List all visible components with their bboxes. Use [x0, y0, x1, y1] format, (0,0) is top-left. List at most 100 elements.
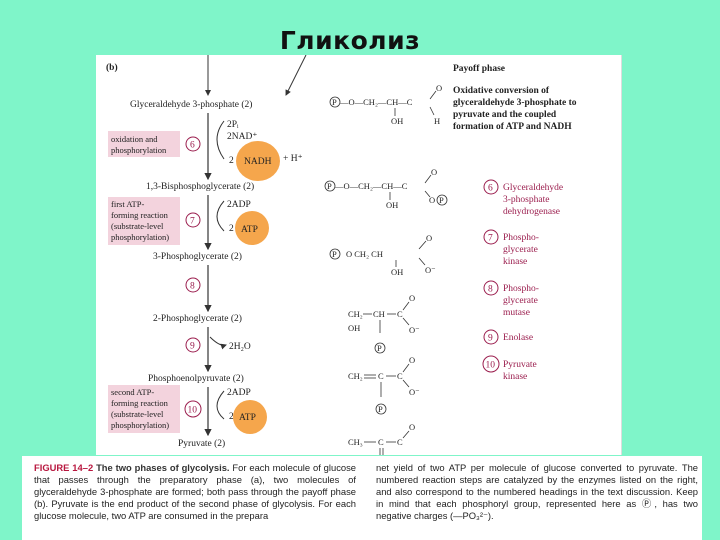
- step9-water-arc: [209, 336, 227, 350]
- note-atp2-line: forming reaction: [111, 398, 169, 408]
- structure-pep: CH₂ C C P O O⁻: [348, 355, 420, 415]
- enzyme-9: 9 Enolase: [483, 329, 533, 345]
- incoming-arrow: [285, 55, 307, 96]
- metabolite-g3p: Glyceraldehyde 3-phosphate (2): [130, 99, 252, 110]
- step10-atp-prefix: 2: [229, 412, 234, 422]
- figure-caption: FIGURE 14–2 The two phases of glycolysis…: [22, 456, 702, 540]
- step-circle-7: 7: [185, 212, 201, 228]
- phase-desc-line: Oxidative conversion of: [453, 86, 550, 96]
- svg-text:OH: OH: [391, 116, 403, 126]
- enzyme-8: 8 Phospho- glycerate mutase: [483, 280, 539, 318]
- svg-text:CH₂: CH₂: [348, 371, 363, 381]
- svg-text:mutase: mutase: [503, 308, 530, 318]
- metabolite-pep: Phosphoenolpyruvate (2): [148, 373, 244, 384]
- svg-text:3-phosphate: 3-phosphate: [503, 195, 549, 205]
- svg-text:—O—CH₂—CH—C: —O—CH₂—CH—C: [339, 97, 413, 107]
- atp-label-1: ATP: [241, 225, 258, 235]
- svg-text:C: C: [397, 437, 403, 447]
- enzyme-7: 7 Phospho- glycerate kinase: [483, 229, 539, 267]
- step-circle-8: 8: [185, 277, 201, 293]
- note-atp2-box: [108, 385, 180, 433]
- svg-text:OH: OH: [348, 323, 360, 333]
- step6-input-nad: 2NAD⁺: [227, 132, 257, 142]
- phase-title: Payoff phase: [453, 64, 505, 74]
- note-atp1-line: phosphorylation): [111, 232, 169, 242]
- svg-text:P: P: [332, 249, 337, 259]
- svg-text:P: P: [378, 404, 383, 414]
- caption-lead: The two phases of glycolysis.: [96, 462, 230, 473]
- note-atp1-box: [108, 197, 180, 245]
- svg-text:8: 8: [488, 285, 493, 295]
- svg-text:6: 6: [488, 184, 493, 194]
- svg-text:C: C: [378, 437, 384, 447]
- metabolite-bpg: 1,3-Bisphosphoglycerate (2): [146, 181, 254, 192]
- step10-cofactor-arc: [216, 390, 225, 420]
- svg-text:C: C: [397, 309, 403, 319]
- svg-text:P: P: [327, 181, 332, 191]
- caption-left-text: For each molecule of glucose that passes…: [34, 462, 356, 521]
- step10-input-adp: 2ADP: [227, 388, 251, 398]
- note-atp1-line: forming reaction: [111, 210, 169, 220]
- svg-text:Phospho-: Phospho-: [503, 233, 539, 243]
- structure-g3p: P —O—CH₂—CH—C OH O H: [329, 83, 442, 126]
- svg-text:O: O: [409, 293, 415, 303]
- atp-ellipse-2: [233, 400, 267, 434]
- svg-text:OH: OH: [386, 200, 398, 210]
- phase-desc-line: pyruvate and the coupled: [453, 110, 557, 120]
- svg-text:C: C: [397, 371, 403, 381]
- structure-pyruvate: CH₃ C C O: [348, 422, 415, 455]
- svg-text:9: 9: [190, 342, 195, 352]
- note-atp1-line: first ATP-: [111, 199, 144, 209]
- nadh-ellipse: [236, 141, 280, 181]
- atp-label-2: ATP: [239, 413, 256, 423]
- note-oxidation-box: [108, 131, 180, 157]
- svg-text:O⁻: O⁻: [425, 265, 436, 275]
- step7-cofactor-arc: [216, 200, 225, 232]
- panel-label: (b): [106, 62, 118, 73]
- svg-text:7: 7: [488, 234, 493, 244]
- svg-text:O: O: [409, 422, 415, 432]
- glycolysis-figure: (b) Glyceraldehyde 3-phosphate (2) 1,3-B…: [96, 55, 622, 455]
- metabolite-3pg: 3-Phosphoglycerate (2): [153, 251, 242, 262]
- metabolite-2pg: 2-Phosphoglycerate (2): [153, 313, 242, 324]
- svg-text:10: 10: [188, 406, 198, 416]
- svg-text:10: 10: [486, 361, 496, 371]
- metabolite-pyruvate: Pyruvate (2): [178, 438, 225, 449]
- svg-text:8: 8: [190, 282, 195, 292]
- structure-3pg: P O CH₂ CH OH O O⁻: [329, 233, 436, 277]
- svg-text:O: O: [429, 195, 435, 205]
- svg-text:P: P: [439, 195, 444, 205]
- svg-text:O: O: [436, 83, 442, 93]
- svg-text:9: 9: [488, 334, 493, 344]
- nadh-label: NADH: [244, 157, 272, 167]
- enzyme-10: 10 Pyruvate kinase: [482, 355, 537, 382]
- svg-text:7: 7: [190, 217, 195, 227]
- svg-text:O: O: [426, 233, 432, 243]
- svg-text:kinase: kinase: [503, 257, 527, 267]
- step-circle-9: 9: [185, 337, 201, 353]
- svg-text:glycerate: glycerate: [503, 296, 538, 306]
- svg-text:Enolase: Enolase: [503, 333, 533, 343]
- glycolysis-diagram: (b) Glyceraldehyde 3-phosphate (2) 1,3-B…: [106, 55, 577, 455]
- svg-text:dehydrogenase: dehydrogenase: [503, 207, 560, 217]
- svg-text:Glyceraldehyde: Glyceraldehyde: [503, 183, 563, 193]
- note-atp1-line: (substrate-level: [111, 221, 164, 231]
- structure-2pg: CH₂ CH C OH P O O⁻: [348, 293, 420, 354]
- slide-title: Гликолиз: [279, 26, 421, 55]
- step6-input-pi: 2Pᵢ: [227, 120, 239, 130]
- note-atp2-line: (substrate-level: [111, 409, 164, 419]
- svg-text:C: C: [378, 371, 384, 381]
- caption-figure-label: FIGURE 14–2: [34, 462, 94, 473]
- atp-ellipse-1: [235, 211, 269, 245]
- svg-text:6: 6: [190, 141, 195, 151]
- svg-text:O CH₂ CH: O CH₂ CH: [346, 249, 383, 259]
- note-oxidation-line: oxidation and: [111, 134, 158, 144]
- structure-bpg: P —O—CH₂—CH—C OH O O P: [324, 167, 448, 210]
- svg-text:kinase: kinase: [503, 372, 527, 382]
- svg-text:CH₃: CH₃: [348, 437, 363, 447]
- note-oxidation-line: phosphorylation: [111, 145, 167, 155]
- step7-input-adp: 2ADP: [227, 200, 251, 210]
- note-atp2-line: phosphorylation): [111, 420, 169, 430]
- svg-text:CH₂: CH₂: [348, 309, 363, 319]
- h-plus-label: + H⁺: [283, 154, 303, 164]
